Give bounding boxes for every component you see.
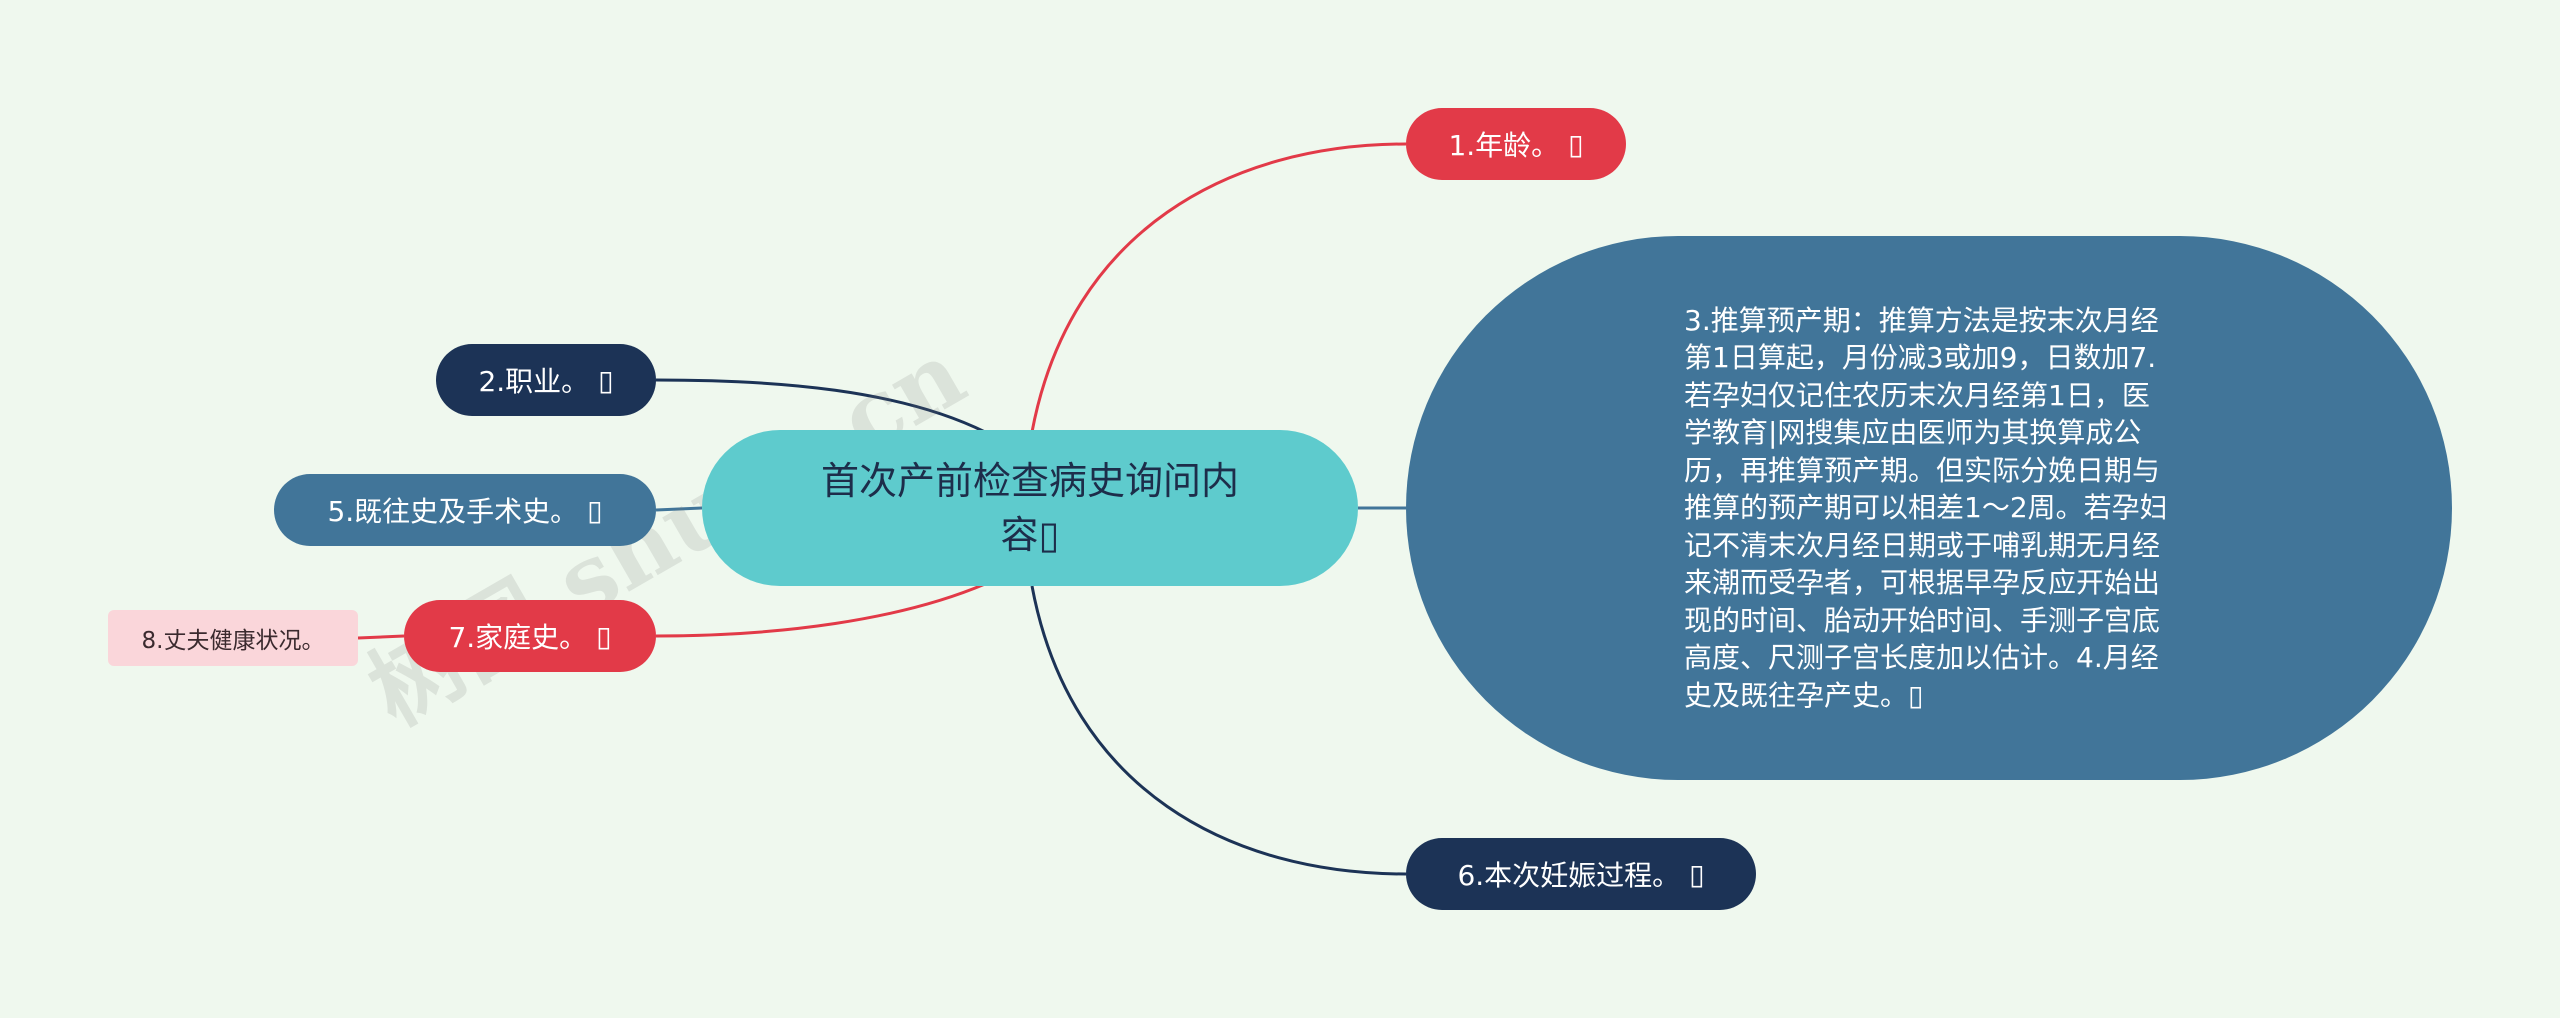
topic-pregnancy-process-label: 6.本次妊娠过程。 — [1457, 859, 1681, 892]
link-center-to-n7 — [655, 582, 986, 638]
topic-husband-health[interactable]: 8.丈夫健康状况。 — [108, 610, 358, 666]
topic-past-history-label: 5.既往史及手术史。 — [327, 495, 579, 528]
link-n7-to-n8 — [357, 634, 405, 640]
topic-pregnancy-process[interactable]: 6.本次妊娠过程。 ▯ — [1406, 838, 1756, 910]
topic-occupation[interactable]: 2.职业。 ▯ — [436, 344, 656, 416]
link-center-to-n2 — [655, 378, 986, 434]
topic-husband-health-label: 8.丈夫健康状况。 — [141, 628, 325, 654]
note-icon: ▯ — [1689, 857, 1705, 891]
link-center-to-n1 — [1030, 142, 1407, 433]
topic-due-date[interactable]: 3.推算预产期：推算方法是按末次月经第1日算起，月份减3或加9，日数加7.若孕妇… — [1406, 236, 2452, 780]
central-topic-line1: 首次产前检查病史询问内 — [820, 459, 1239, 503]
topic-past-history[interactable]: 5.既往史及手术史。 ▯ — [274, 474, 656, 546]
note-icon: ▯ — [1908, 678, 1924, 712]
topic-age[interactable]: 1.年龄。 ▯ — [1406, 108, 1626, 180]
central-topic[interactable]: 首次产前检查病史询问内 容▯ — [702, 430, 1358, 586]
topic-occupation-label: 2.职业。 — [478, 365, 590, 398]
link-center-to-n5 — [655, 506, 703, 512]
link-center-to-n6 — [1030, 585, 1407, 876]
central-topic-line2: 容▯ — [1000, 513, 1060, 557]
note-icon: ▯ — [587, 493, 603, 527]
topic-due-date-text: 3.推算预产期：推算方法是按末次月经第1日算起，月份减3或加9，日数加7.若孕妇… — [1684, 303, 2168, 712]
note-icon: ▯ — [598, 363, 614, 397]
note-icon: ▯ — [1568, 127, 1584, 161]
topic-age-label: 1.年龄。 — [1448, 129, 1560, 162]
note-icon: ▯ — [596, 619, 612, 653]
topic-family-history[interactable]: 7.家庭史。 ▯ — [404, 600, 656, 672]
topic-family-history-label: 7.家庭史。 — [448, 621, 588, 654]
